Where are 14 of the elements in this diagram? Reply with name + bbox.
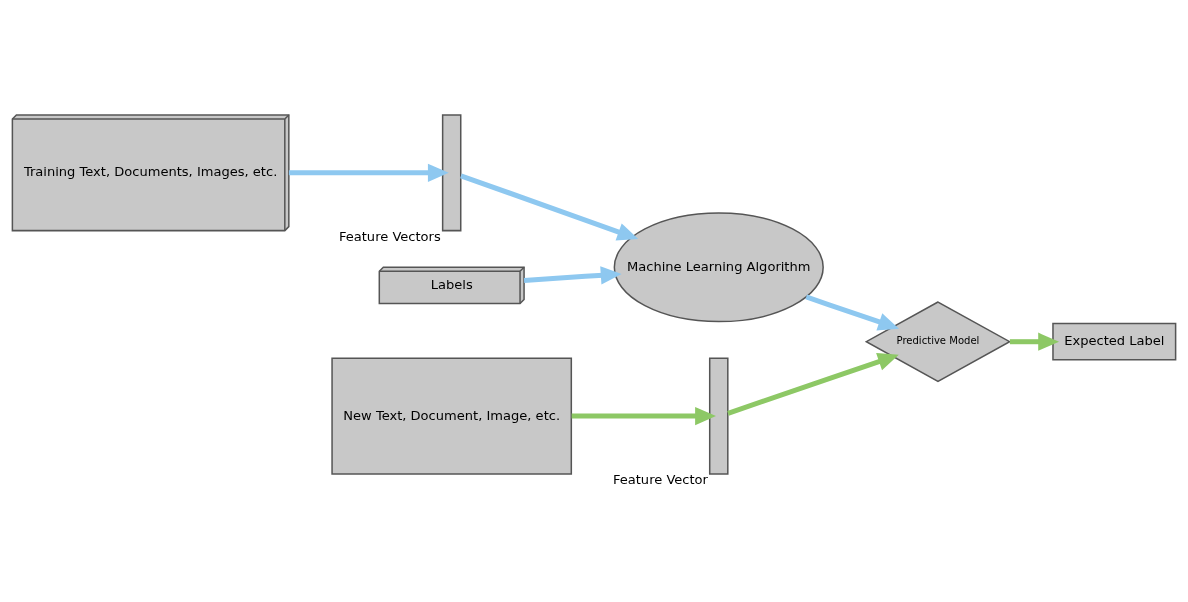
arrow (1009, 332, 1060, 351)
node-diamond: Predictive Model (864, 300, 1012, 382)
arrow (571, 406, 716, 425)
arrow (288, 163, 449, 182)
arrow (460, 172, 639, 241)
node-bar (441, 113, 462, 231)
node-box: New Text, Document, Image, etc. (331, 357, 573, 475)
node-label: Feature Vector (612, 471, 708, 487)
arrow (727, 352, 899, 416)
node-box: Expected Label (1052, 322, 1177, 361)
arrow (805, 294, 900, 331)
arrow (523, 265, 622, 284)
node-label: Feature Vectors (338, 228, 441, 244)
node-bar (708, 357, 729, 475)
